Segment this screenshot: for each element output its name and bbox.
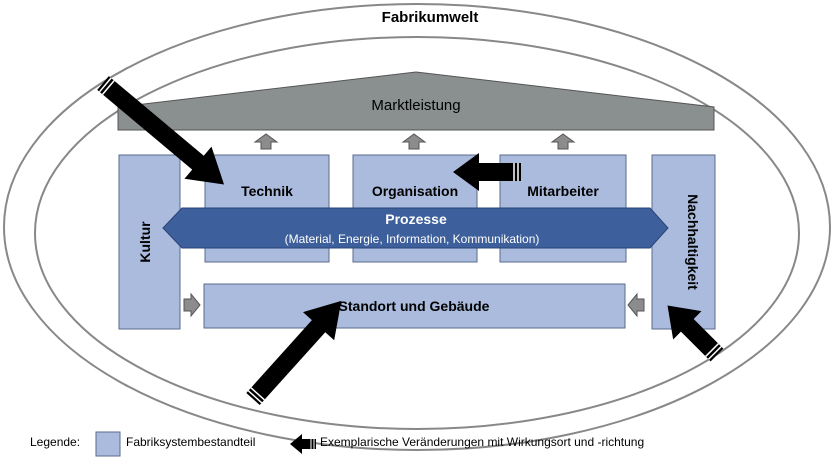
gray-up-arrow-icon xyxy=(253,133,279,150)
pillar-technik-label: Technik xyxy=(241,183,293,199)
pillar-kultur xyxy=(118,154,181,330)
pillar-nachhaltigkeit-label: Nachhaltigkeit xyxy=(685,194,701,290)
process-band-subtitle: (Material, Energie, Information, Kommuni… xyxy=(285,232,540,246)
thick-black-arrow-icon xyxy=(246,300,342,406)
base-standort xyxy=(203,283,626,329)
process-band-title: Prozesse xyxy=(385,211,447,227)
gray-up-arrow-icon xyxy=(401,133,427,150)
roof xyxy=(117,71,715,131)
roof-label: Marktleistung xyxy=(371,97,460,114)
legend-change-label: Exemplarische Veränderungen mit Wirkungs… xyxy=(320,435,644,449)
thick-black-arrow-icon xyxy=(453,153,521,191)
legend-component-label: Fabriksystembestandteil xyxy=(126,435,255,449)
gray-up-arrow-icon xyxy=(550,133,576,150)
pillar-organisation-label: Organisation xyxy=(372,183,458,199)
pillar-nachhaltigkeit xyxy=(651,154,716,330)
pillar-mitarbeiter-label: Mitarbeiter xyxy=(527,183,599,199)
legend-component-swatch xyxy=(95,431,121,457)
thick-black-arrow-icon xyxy=(667,305,724,362)
legend: Legende: Fabriksystembestandteil Exempla… xyxy=(30,431,644,457)
gray-left-arrow-icon xyxy=(627,292,645,318)
legend-title: Legende: xyxy=(30,435,80,449)
gray-right-arrow-icon xyxy=(183,292,201,318)
legend-arrow-icon xyxy=(290,434,316,454)
base-label: Standort und Gebäude xyxy=(339,298,490,314)
pillar-kultur-label: Kultur xyxy=(137,221,153,263)
process-band xyxy=(162,207,669,249)
thick-black-arrow-icon xyxy=(97,76,225,185)
environment-label: Fabrikumwelt xyxy=(382,9,479,26)
